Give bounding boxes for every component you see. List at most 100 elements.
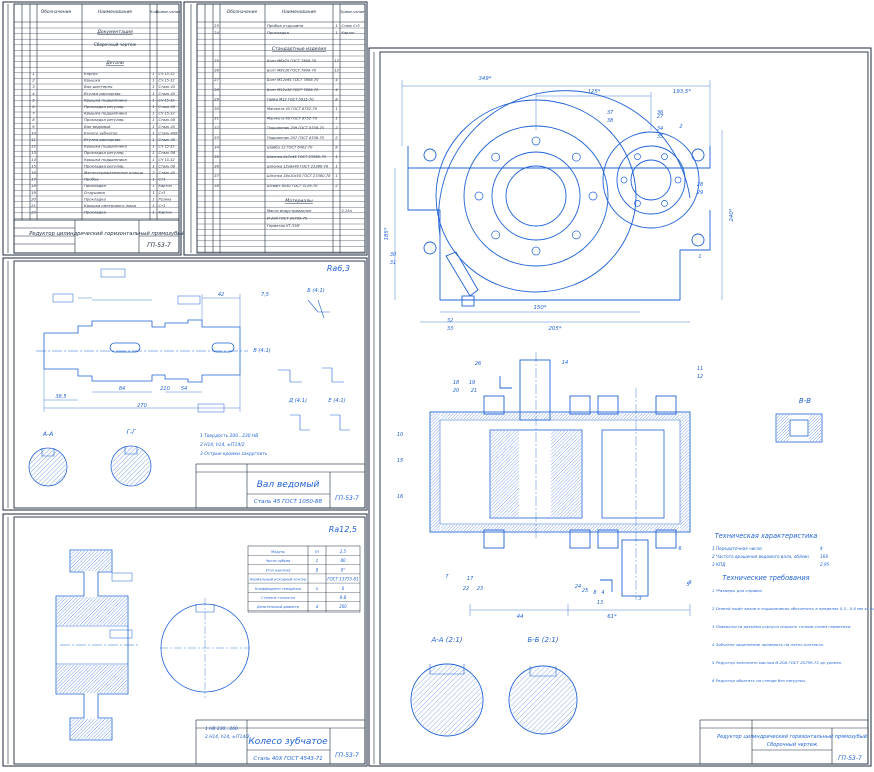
spec-row-name: Крышка подшипника [84,144,128,149]
spec-std-name: Штифт 8х30 ГОСТ 3129-70 [267,184,318,188]
tech-req-item: 6 Редуктор обкатать на стенде без нагруз… [712,678,806,683]
spec-row-pos: 13 [31,150,36,155]
spec-row-name: Вал ведомый [84,124,111,129]
shaft-section-aa-label: А-А [42,431,53,438]
asm-dim-125: 125* [588,89,601,95]
spec-row-qty: 1 [152,130,154,135]
spec-std-pos: 38 [214,183,219,188]
spec-row-qty: 1 [152,104,154,109]
assembly-section-vv [776,414,822,442]
spec2-header-name: Наименование [282,9,316,15]
spec-std-pos: 33 [214,135,219,140]
spec-row-name: Отдушина [84,190,105,195]
spec-std-pos: 31 [214,116,219,121]
spec-row-qty: 1 [152,177,154,182]
spec-row-note: Сталь 08 [159,164,176,168]
gear-param-sym: β [316,567,319,572]
spec-row-pos: 14 [31,157,36,162]
spec-row-pos: 18 [31,183,36,188]
spec-row-note: Сталь 45 [159,171,176,175]
spec-std-name: Манжета 45 ГОСТ 8752-79 [267,107,318,111]
spec-row-pos: 1 [32,71,34,76]
spec-std-pos: 37 [214,173,219,178]
spec2-row-note: Сталь Ст3 [342,24,360,28]
position-number: 23 [477,586,483,592]
shaft-main-view [36,269,248,412]
position-number: 31 [390,260,396,266]
spec-header-note: Приме-чание [156,10,182,14]
position-number: 35 [657,134,663,140]
spec-row-note: СЧ 15-32 [159,98,176,102]
spec-row-qty: 1 [152,84,154,89]
spec2-row-name: Пробка-отдушина [267,23,304,28]
gear-param-name: Угол наклона [266,568,291,572]
spec-std-name: Шпонка 12х8х40 ГОСТ 23360-78 [267,165,329,169]
spec2-row-pos: 24 [214,30,219,35]
spec-row-qty: 1 [152,203,154,208]
shaft-dim-54: 54 [181,386,187,392]
position-number: 26 [475,361,481,367]
position-number: 19 [469,380,475,386]
shaft-detail-d: Д (4:1) [288,398,307,404]
spec-std-qty: 8 [335,144,338,149]
spec-row-note: Картон [159,211,173,215]
position-number: 11 [697,366,703,372]
spec-std-pos: 35 [214,154,219,159]
spec-row-name: Крышка подшипника [84,111,128,116]
spec2-row-pos: 23 [214,23,219,28]
gear-param-val: 8-В [340,595,347,600]
spec-row-name: Прокладка [84,196,107,201]
shaft-sheet: Ra6,3 270 210 38,5 84 54 42 7,5 А-А Г-Г … [29,264,365,508]
position-number: 29 [697,190,703,196]
gear-roughness: Ra12,5 [329,525,357,534]
shaft-detail-b: Б (4:1) [307,288,325,294]
asm-dim-349: 349* [479,76,492,82]
gear-side-view [160,598,250,698]
assembly-sections-ab [411,664,577,736]
spec-mat-note: 2,15л [342,209,353,213]
position-number: 17 [467,576,474,582]
spec-row-pos: 15 [31,163,36,168]
spec-std-qty: 1 [335,164,337,169]
spec-row-pos: 3 [32,84,35,89]
spec-std-pos: 27 [214,77,219,82]
asm-view-bb-label: Б-Б (2:1) [527,636,558,644]
spec-row-name: Прокладка регулир. [84,163,125,168]
position-number: 3 [638,596,641,602]
spec-row-qty: 2 [152,170,155,175]
spec-row-pos: 12 [31,144,36,149]
shaft-title: Вал ведомый [257,480,320,490]
spec-std-pos: 25 [214,58,219,63]
spec-row-note: Сталь 08 [159,105,176,109]
spec2-header-designation: Обозначение [227,9,258,15]
spec-row-name: Прокладка [84,210,107,215]
shaft-note-1: 1 Твердость 200...230 НВ [200,433,258,439]
gear-param-val: 2,5 [340,549,347,554]
spec-row-note: СЧ 15-32 [159,72,176,76]
spec-std-pos: 28 [214,87,219,92]
spec-row-pos: 20 [31,196,36,201]
spec-std-pos: 26 [214,68,219,73]
gear-param-name: Степень точности [261,596,295,600]
spec-row-pos: 19 [31,190,36,195]
spec-mat-name: И-20А ГОСТ 20799-75 [267,217,308,221]
spec-row-qty: 1 [152,196,154,201]
tech-req-item: 1 *Размеры для справок. [712,588,763,593]
spec-std-name: Шпонка 8х7х45 ГОСТ 23360-78 [267,155,326,159]
spec-std-pos: 30 [214,106,219,111]
spec-row-qty: 1 [152,150,154,155]
spec-row-name: Корпус [84,71,99,76]
spec-std-pos: 36 [214,164,219,169]
shaft-section-gg [111,446,151,486]
position-number: 25 [582,588,588,594]
spec-row-qty: 1 [152,210,154,215]
gear-param-sym: d [316,604,319,609]
position-number: 10 [397,432,403,438]
gear-title: Колесо зубчатое [248,737,328,747]
spec-row-name: Прокладка регулир. [84,117,125,122]
spec-row-note: Сталь 40Х [159,131,178,135]
spec-row-name: Крышка смотрового люка [84,203,137,208]
asm-subtitle: Сборочный чертеж [767,742,818,748]
